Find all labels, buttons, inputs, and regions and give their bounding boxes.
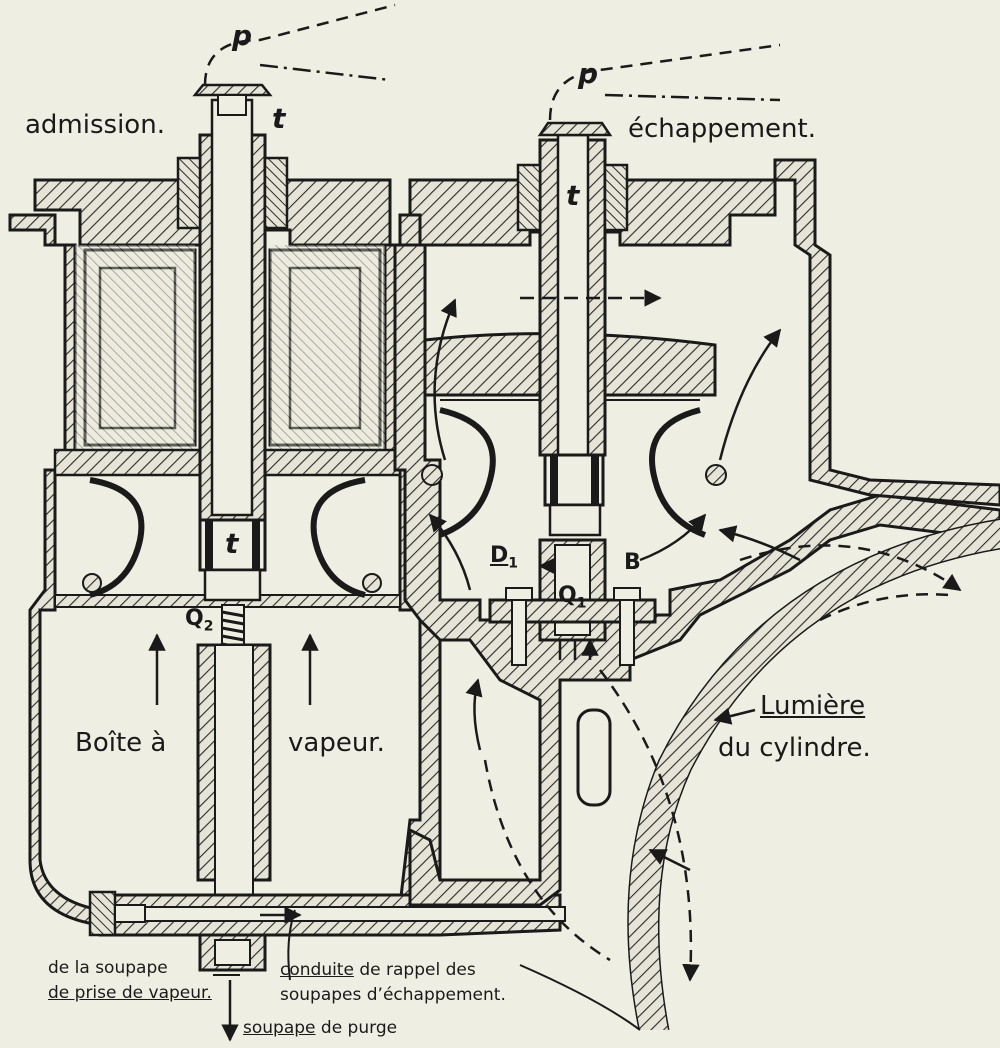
- t-label-top-right: t: [566, 179, 580, 212]
- boite-label: Boîte à: [75, 728, 167, 758]
- q1-label: Q1: [558, 583, 587, 612]
- control-lines: [203, 3, 781, 121]
- q1-subscript: 1: [576, 595, 587, 612]
- echappement-label: échappement.: [628, 114, 816, 144]
- soupape-prise-label-1: de la soupape: [48, 958, 168, 978]
- t-label-top-left: t: [272, 102, 286, 135]
- soupape-purge-label: soupape de purge: [243, 1020, 397, 1037]
- t-label-mid-left: t: [225, 527, 239, 560]
- d1-letter: D: [490, 543, 509, 568]
- q2-letter: Q: [185, 606, 204, 631]
- conduite-rest: de rappel des: [353, 960, 476, 980]
- p-label-right: p: [578, 57, 599, 90]
- soupape-word: soupape: [243, 1018, 316, 1038]
- b-label: B: [624, 550, 641, 575]
- du-cylindre-label: du cylindre.: [718, 733, 871, 763]
- purge-rest: de purge: [315, 1018, 398, 1038]
- p-label-left: p: [232, 19, 253, 52]
- d1-label: D1: [490, 543, 519, 572]
- admission-label: admission.: [25, 110, 165, 140]
- soupape-prise-label-2: de prise de vapeur.: [48, 983, 212, 1003]
- d1-subscript: 1: [508, 555, 519, 572]
- conduite-word: conduite: [280, 960, 354, 980]
- flow-arrows: [148, 289, 962, 1042]
- cylinder-wall: [519, 518, 1000, 1031]
- soupapes-echappement-label: soupapes d’échappement.: [280, 985, 506, 1005]
- leader-lines: [213, 909, 296, 981]
- conduite-label: conduite de rappel des: [280, 962, 476, 979]
- q1-letter: Q: [558, 583, 577, 608]
- vapeur-label: vapeur.: [288, 728, 385, 758]
- q2-label: Q2: [185, 606, 214, 635]
- left-valve-stem: [176, 83, 289, 972]
- q2-subscript: 2: [203, 618, 214, 635]
- left-valve-seat: [82, 477, 382, 598]
- lumiere-label: Lumière: [760, 691, 866, 721]
